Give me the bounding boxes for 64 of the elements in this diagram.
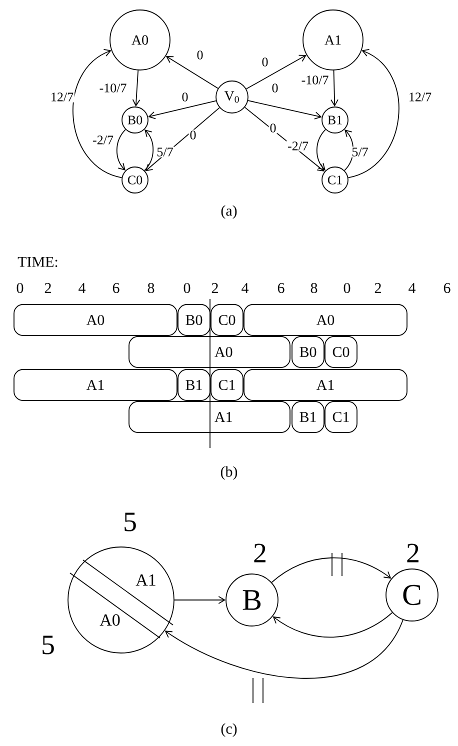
edge-label: -2/7 — [286, 140, 310, 152]
edge-label: 0 — [270, 82, 280, 94]
edge-label: 5/7 — [156, 146, 174, 158]
tick-label: 6 — [278, 282, 284, 294]
arrow — [246, 54, 306, 90]
schedule-bar: B0 — [292, 336, 324, 368]
arrow — [72, 49, 122, 178]
arrow — [174, 596, 226, 604]
arrow — [148, 100, 216, 120]
schedule-bar: C1 — [324, 401, 358, 433]
arrow — [272, 612, 393, 638]
arrow — [244, 106, 325, 172]
arrow — [145, 107, 220, 172]
schedule-bar: C0 — [210, 304, 244, 336]
weight-label: 2 — [407, 544, 418, 562]
edge-label: 0 — [260, 56, 270, 68]
schedule-bar: C1 — [210, 369, 244, 401]
weight-label: 5 — [124, 512, 136, 532]
edge-label: 0 — [188, 130, 198, 140]
arrow — [330, 70, 338, 107]
edge-label: -2/7 — [92, 134, 114, 146]
weight-label: 2 — [254, 544, 266, 562]
schedule-bar: A1 — [128, 401, 290, 433]
schedule-bar: C0 — [324, 336, 358, 368]
schedule-bar: A1 — [14, 369, 178, 401]
schedule-bar: B0 — [178, 304, 210, 336]
arrow — [144, 130, 154, 171]
edge-label: 12/7 — [49, 92, 75, 102]
arrow — [348, 49, 400, 178]
tick-label: 8 — [148, 282, 154, 294]
panel-caption: (b) — [220, 466, 238, 480]
schedule-bar: B1 — [178, 369, 210, 401]
schedule-bar: A0 — [14, 304, 178, 336]
arrow — [116, 129, 126, 170]
edge-label: -10/7 — [98, 82, 128, 94]
axis-title: TIME: — [18, 257, 58, 268]
edge-label: 0 — [268, 122, 278, 134]
edge-label: 12/7 — [407, 92, 433, 102]
panel-caption: (c) — [221, 723, 237, 737]
weight-label: 5 — [42, 636, 54, 654]
tick-label: 0 — [184, 282, 190, 294]
schedule-bar: A1 — [244, 369, 408, 401]
arrow — [132, 70, 140, 107]
edge-label: 5/7 — [350, 146, 370, 158]
arrow — [248, 100, 322, 120]
panel-caption: (a) — [221, 205, 237, 219]
tick-label: 0 — [344, 282, 350, 294]
tick-label: 8 — [310, 282, 318, 294]
tick-label: 4 — [408, 283, 416, 293]
edge-label: -10/7 — [300, 74, 330, 86]
tick-label: 6 — [444, 282, 450, 294]
arrow — [344, 130, 354, 171]
arrow — [164, 619, 404, 704]
arrow — [271, 552, 392, 583]
schedule-bar: A0 — [244, 304, 408, 336]
tick-label: 2 — [212, 283, 218, 293]
arrow — [166, 56, 218, 89]
tick-label: 6 — [112, 282, 120, 294]
schedule-bar: A0 — [128, 336, 290, 368]
schedule-bar: B1 — [292, 401, 324, 433]
tick-label: 4 — [242, 283, 249, 293]
arrow — [316, 129, 326, 170]
edge-label: 0 — [180, 92, 190, 102]
edge-label: 0 — [196, 50, 204, 60]
